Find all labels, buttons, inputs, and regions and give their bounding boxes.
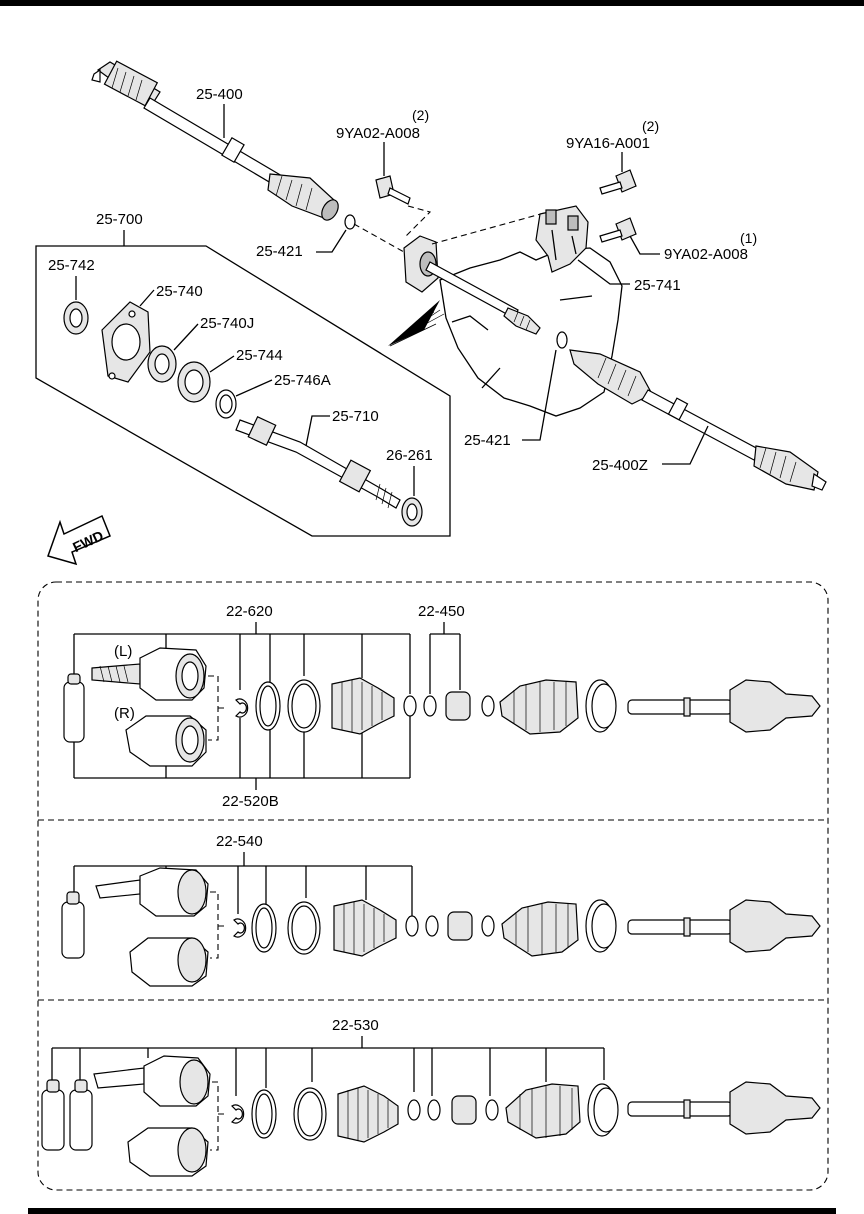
shaft-3[interactable] [627,1099,733,1119]
variants-frame [37,581,829,1191]
label-bolt-upper-qty: (2) [412,107,429,123]
left-drive-shaft[interactable] [91,60,342,223]
fwd-arrow-icon: FWD [47,514,111,566]
boot-band-outer[interactable] [585,679,617,733]
bolt-bracket[interactable] [599,169,637,195]
circlip[interactable] [235,698,249,718]
panel-2: 22-540 [61,833,821,987]
label-25-742: 25-742 [48,257,95,274]
right-drive-shaft[interactable] [569,349,827,491]
outer-joint-3a[interactable] [93,1055,211,1107]
panel-3: 22-530 [41,1017,821,1177]
outer-boot-3[interactable] [505,1083,581,1139]
top-rule [0,0,864,6]
label-side-R: (R) [114,705,135,722]
label-25-400Z: 25-400Z [592,457,648,474]
inner-boot[interactable] [331,677,395,735]
bolt-lower[interactable] [599,217,637,243]
inner-boot-2[interactable] [333,899,397,957]
boot-band-small-2b[interactable] [481,915,495,937]
outer-joint-3b[interactable] [127,1127,209,1177]
circlip-2[interactable] [233,918,247,938]
label-25-741: 25-741 [634,277,681,294]
boot-band-outer-2[interactable] [585,899,617,953]
label-25-746A: 25-746A [274,372,331,389]
grease-tube-3b[interactable] [69,1079,93,1151]
label-26-261: 26-261 [386,447,433,464]
circlip-3[interactable] [231,1104,245,1124]
fwd-shade-arrow [388,300,440,346]
label-bolt-upper: 9YA02-A008 [336,125,420,142]
clip-left[interactable] [344,214,356,230]
label-22-520B: 22-520B [222,793,279,810]
seal-ring[interactable] [401,497,423,527]
outer-boot[interactable] [499,679,579,735]
label-22-530: 22-530 [332,1017,379,1034]
boot-band-small-2a[interactable] [405,915,439,937]
shaft-2[interactable] [627,917,733,937]
boot-band-2[interactable] [287,901,321,955]
bearing[interactable] [147,345,177,383]
outer-joint-2a[interactable] [95,867,209,917]
label-25-744: 25-744 [236,347,283,364]
label-22-450: 22-450 [418,603,465,620]
outer-joint-right[interactable] [125,715,207,767]
grease-tube-3a[interactable] [41,1079,65,1151]
label-25-421-right: 25-421 [464,432,511,449]
joint-shaft-assy-frame [35,245,451,537]
damper-3[interactable] [451,1095,477,1125]
damper[interactable] [445,691,471,721]
grease-tube-2[interactable] [61,891,85,959]
snap-ring[interactable] [215,389,237,419]
boot-band-small-3b[interactable] [485,1099,499,1121]
label-25-400: 25-400 [196,86,243,103]
boot-band-small[interactable] [403,695,437,717]
label-bolt-lower-qty: (1) [740,230,757,246]
ring[interactable] [255,681,281,731]
outer-boot-2[interactable] [501,901,579,957]
bracket[interactable] [535,205,589,273]
ring-3[interactable] [251,1089,277,1139]
grease-tube[interactable] [63,673,85,743]
damper-2[interactable] [447,911,473,941]
shaft[interactable] [627,697,733,717]
label-22-540: 22-540 [216,833,263,850]
dust-cover[interactable] [177,361,211,403]
outer-joint-stub[interactable] [729,679,821,733]
outer-joint-stub-3[interactable] [729,1081,821,1135]
label-22-620: 22-620 [226,603,273,620]
label-side-L: (L) [114,643,132,660]
label-25-740: 25-740 [156,283,203,300]
label-25-710: 25-710 [332,408,379,425]
ring-2[interactable] [251,903,277,953]
boot-band-large[interactable] [287,679,321,733]
bearing-support[interactable] [101,301,151,383]
outer-joint-stub-2[interactable] [729,899,821,953]
outer-joint-left[interactable] [91,647,207,701]
intermediate-shaft[interactable] [425,261,541,335]
clip-right[interactable] [556,331,568,349]
label-bolt-lower: 9YA02-A008 [664,246,748,263]
label-25-421-left: 25-421 [256,243,303,260]
label-25-700: 25-700 [96,211,143,228]
label-bolt-bracket: 9YA16-A001 [566,135,650,152]
inner-boot-3[interactable] [337,1085,399,1143]
bolt-upper[interactable] [375,175,411,205]
bottom-rule [28,1208,836,1214]
label-bolt-bracket-qty: (2) [642,118,659,134]
boot-band-3[interactable] [293,1087,327,1141]
panel-1: 22-620 22-450 22-520B (L) (R) [63,603,821,810]
oil-seal[interactable] [63,301,89,335]
joint-shaft[interactable] [235,416,401,509]
boot-band-small-3a[interactable] [407,1099,441,1121]
boot-band-outer-3[interactable] [587,1083,619,1137]
label-25-740J: 25-740J [200,315,254,332]
boot-band-small-2[interactable] [481,695,495,717]
outer-joint-2b[interactable] [129,937,209,987]
